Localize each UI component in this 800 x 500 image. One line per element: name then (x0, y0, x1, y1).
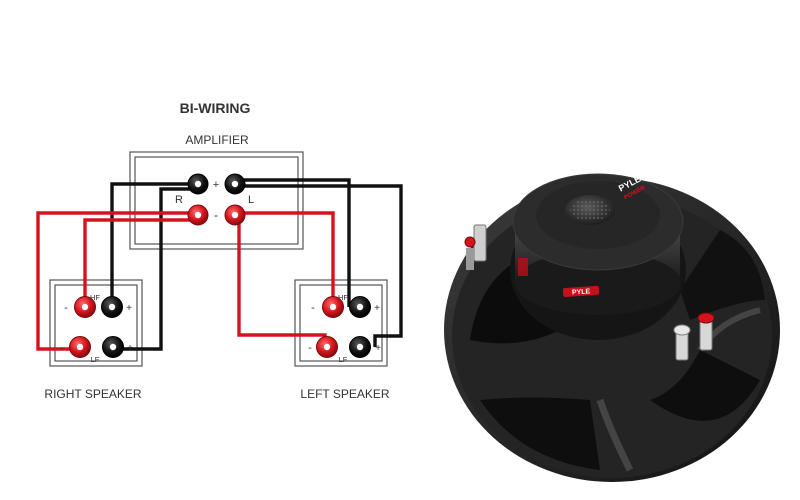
wire-right-hf-minus (36, 211, 198, 351)
wire-left-hf-plus (235, 178, 351, 307)
right-speaker-hf-minus-terminal (74, 296, 96, 318)
amp-minus-sign: - (214, 208, 218, 222)
left-speaker-hf-minus-terminal (322, 296, 344, 318)
left-lf-minus-sign: - (308, 342, 312, 354)
amp-terminal-right-plus (187, 173, 209, 195)
amp-terminal-right-minus (187, 204, 209, 226)
rim-logo-text: PYLE (572, 288, 591, 296)
right-lf-label: LF (91, 355, 100, 364)
left-hf-minus-sign: - (311, 302, 315, 314)
right-hf-minus-sign: - (64, 302, 68, 314)
amp-terminal-left-plus (224, 173, 246, 195)
amplifier-box (129, 151, 304, 250)
positive-wires (110, 178, 403, 351)
amplifier-label: AMPLIFIER (185, 133, 249, 147)
rim-logo: PYLE (562, 285, 600, 298)
amp-terminal-left-minus (224, 204, 246, 226)
wire-right-lf-plus (114, 187, 198, 351)
left-speaker-label: LEFT SPEAKER (300, 387, 389, 401)
channel-left-label: L (248, 194, 254, 206)
left-speaker-box (294, 279, 388, 367)
left-lf-label: LF (339, 355, 348, 364)
subwoofer-image: PYLE POWER PYLE (444, 173, 780, 482)
left-lf-plus-sign: + (375, 343, 381, 354)
right-speaker-box (49, 279, 143, 367)
left-speaker-lf-plus-terminal (349, 336, 371, 358)
negative-wires (36, 211, 335, 351)
right-hf-label: HF (90, 293, 100, 302)
subwoofer-terminals-right (673, 312, 715, 361)
channel-right-label: R (175, 194, 183, 206)
wire-left-lf-plus (235, 184, 403, 347)
diagram-title: BI-WIRING (180, 100, 251, 116)
right-hf-plus-sign: + (126, 303, 132, 314)
wire-right-lf-minus (83, 218, 198, 307)
amp-plus-sign: + (213, 179, 219, 191)
right-speaker-hf-plus-terminal (101, 296, 123, 318)
wire-right-hf-plus (110, 182, 198, 307)
right-speaker-lf-plus-terminal (102, 336, 124, 358)
wire-left-hf-minus (235, 211, 335, 307)
left-speaker-lf-minus-terminal (316, 336, 338, 358)
right-lf-plus-sign: + (127, 343, 133, 354)
bi-wiring-diagram: BI-WIRING AMPLIFIER (36, 100, 403, 401)
left-hf-plus-sign: + (374, 303, 380, 314)
left-speaker-hf-plus-terminal (349, 296, 371, 318)
left-hf-label: HF (338, 293, 348, 302)
right-speaker-label: RIGHT SPEAKER (44, 387, 141, 401)
right-speaker-lf-minus-terminal (69, 336, 91, 358)
subwoofer-terminal-left (464, 224, 487, 270)
right-lf-minus-sign: - (60, 342, 64, 354)
